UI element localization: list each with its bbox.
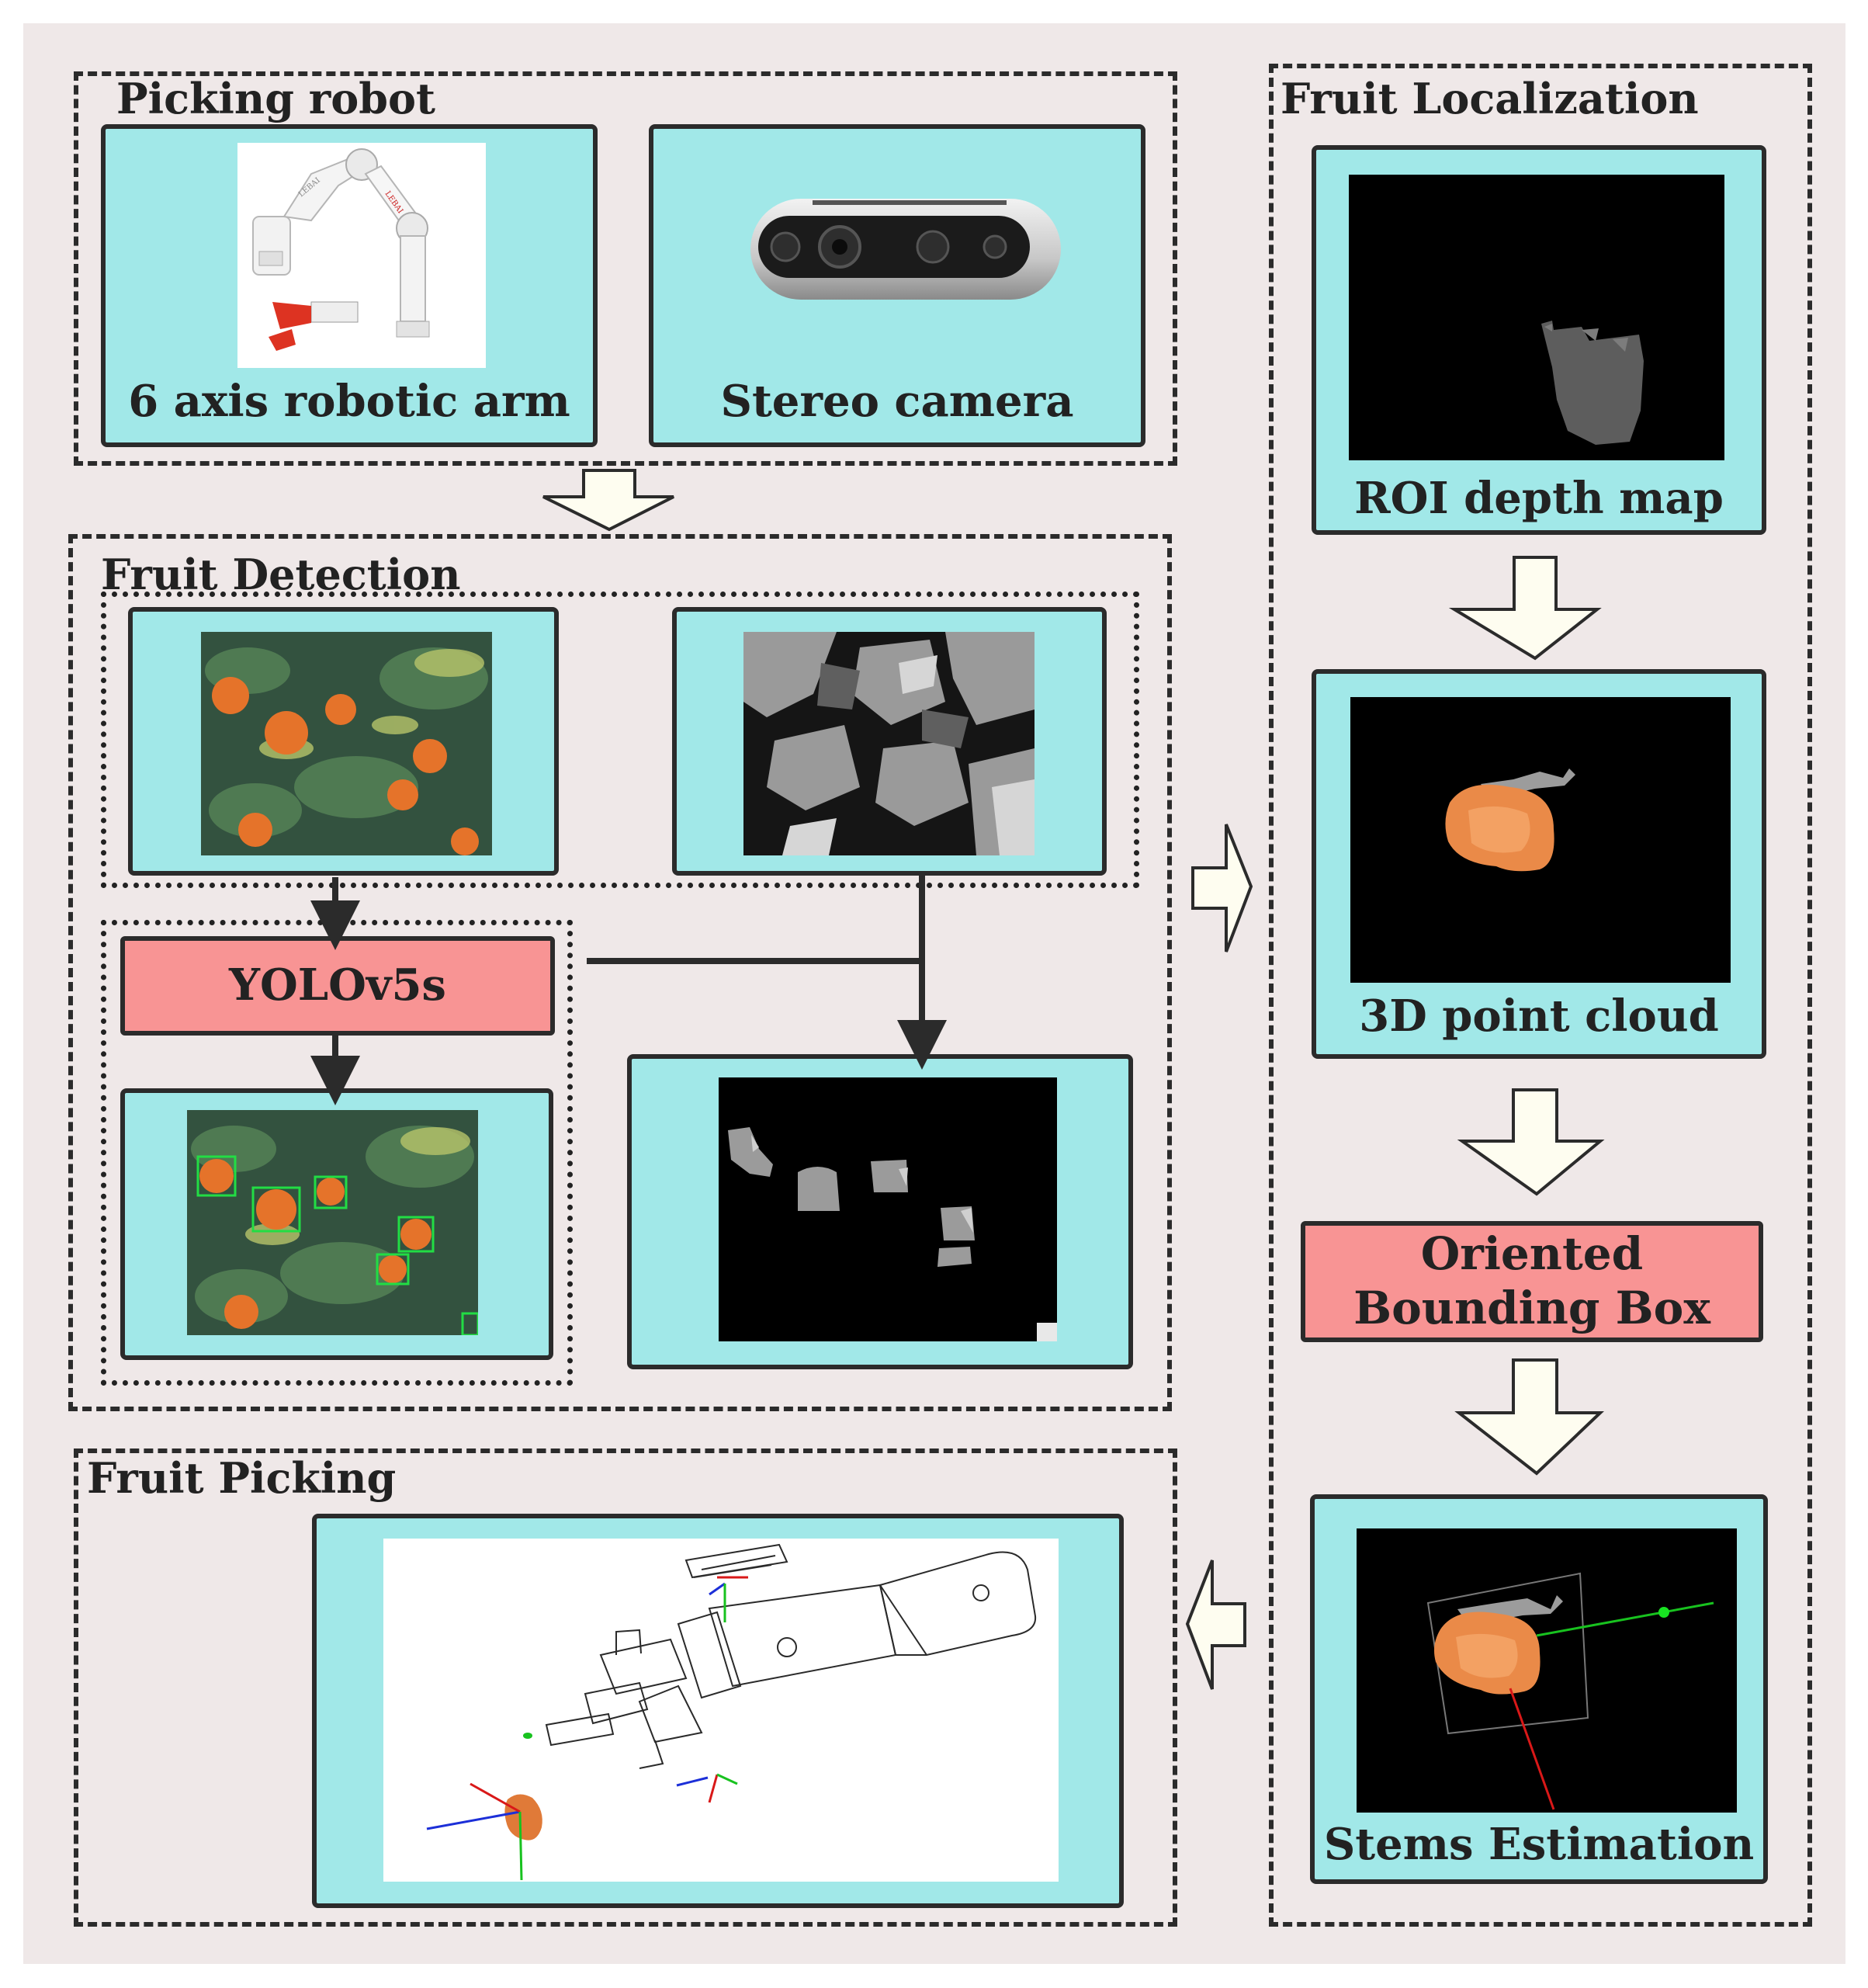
roi-depth-map-panel: ROI depth map — [1312, 145, 1766, 535]
roi-depth-map-label: ROI depth map — [1354, 473, 1724, 524]
point-cloud-panel: 3D point cloud — [1312, 669, 1766, 1059]
roi-masked-depth-image — [719, 1077, 1057, 1341]
rgb-image-panel — [128, 607, 559, 876]
oriented-bounding-box-step: Oriented Bounding Box — [1301, 1221, 1763, 1342]
picking-simulation-image — [383, 1539, 1059, 1882]
robotic-arm-image: LEBAI LEBAI — [237, 143, 486, 368]
detection-result-image — [187, 1110, 478, 1335]
fruit-localization-title: Fruit Localization — [1281, 74, 1699, 123]
input-images-region — [101, 592, 1139, 888]
citrus-rgb-image — [201, 632, 492, 855]
fruit-picking-group — [74, 1448, 1177, 1927]
full-depth-image — [743, 632, 1035, 855]
fruit-picking-panel — [312, 1514, 1124, 1908]
point-cloud-label: 3D point cloud — [1359, 991, 1719, 1042]
robotic-arm-label: 6 axis robotic arm — [128, 376, 570, 427]
stems-estimation-image — [1357, 1528, 1737, 1813]
stereo-camera-label: Stereo camera — [720, 376, 1074, 427]
stereo-camera-image — [743, 183, 1069, 315]
picking-robot-title: Picking robot — [116, 74, 435, 123]
yolov5s-model-box: YOLOv5s — [120, 936, 555, 1036]
roi-depth-result-panel — [627, 1054, 1133, 1369]
depth-image-panel — [672, 607, 1107, 876]
point-cloud-image — [1350, 697, 1731, 983]
stems-estimation-panel: Stems Estimation — [1310, 1494, 1768, 1884]
roi-depth-map-image — [1349, 175, 1724, 460]
stems-estimation-label: Stems Estimation — [1323, 1819, 1755, 1870]
robotic-arm-panel: LEBAI LEBAI 6 axis robotic arm — [101, 124, 598, 447]
fruit-picking-title: Fruit Picking — [87, 1453, 397, 1503]
stereo-camera-panel: Stereo camera — [649, 124, 1145, 447]
fruit-localization-group — [1269, 64, 1812, 1927]
fruit-detection-title: Fruit Detection — [101, 550, 461, 599]
fruit-detection-group — [68, 534, 1172, 1411]
picking-robot-group — [74, 71, 1177, 466]
detection-result-panel — [120, 1088, 553, 1360]
